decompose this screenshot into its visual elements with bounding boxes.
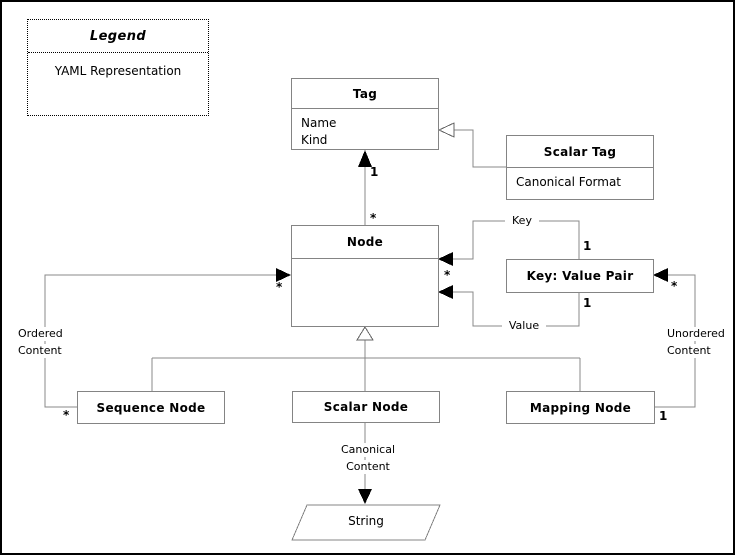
tag-attr-name: Name — [301, 116, 337, 130]
unordered-content-label-line2: Content — [667, 344, 729, 358]
class-scalar-tag: Scalar Tag Canonical Format — [506, 135, 654, 200]
mult-node-left: * — [276, 280, 283, 294]
key-role-label: Key — [505, 214, 539, 228]
arrowhead-up-tag — [358, 150, 372, 167]
mult-tag-end: 1 — [370, 165, 379, 179]
class-scalar-tag-title: Scalar Tag — [507, 136, 653, 168]
canonical-content-label-line2: Content — [337, 460, 399, 474]
mult-node-right: * — [444, 268, 451, 282]
legend-title: Legend — [28, 20, 208, 53]
arrowhead-left-pair — [653, 268, 668, 282]
unordered-content-line — [654, 274, 696, 408]
arrowhead-left-key — [438, 252, 453, 266]
class-scalar-node: Scalar Node — [292, 391, 440, 423]
class-node-title: Node — [292, 226, 438, 259]
legend-box: Legend YAML Representation — [27, 19, 209, 116]
key-line — [453, 220, 580, 260]
canonical-content-label-line1: Canonical — [337, 443, 399, 457]
ordered-content-line — [44, 274, 276, 408]
class-sequence-node: Sequence Node — [77, 391, 225, 424]
class-key-value-pair: Key: Value Pair — [506, 259, 654, 293]
class-mapping-node-title: Mapping Node — [529, 400, 632, 415]
arrowhead-down-string — [358, 489, 372, 504]
string-label: String — [348, 514, 384, 528]
class-tag-title: Tag — [292, 79, 438, 109]
scalar-tag-attr-canonical-format: Canonical Format — [516, 175, 622, 189]
tag-attr-kind: Kind — [301, 133, 328, 147]
class-scalar-node-title: Scalar Node — [323, 400, 409, 414]
class-node: Node — [291, 225, 439, 327]
mult-mapping-end: 1 — [659, 409, 668, 423]
inherit-triangle-tag — [437, 122, 455, 138]
class-mapping-node: Mapping Node — [506, 391, 655, 424]
scalartag-tag-line — [454, 129, 506, 168]
arrowhead-left-value — [438, 285, 453, 299]
arrowhead-right-node — [276, 268, 291, 282]
value-role-label: Value — [502, 319, 546, 333]
class-sequence-node-title: Sequence Node — [96, 400, 206, 415]
class-key-value-pair-title: Key: Value Pair — [526, 269, 634, 283]
inherit-triangle-node — [356, 326, 374, 341]
ordered-content-label-line2: Content — [18, 344, 68, 358]
class-tag: Tag Name Kind — [291, 78, 439, 150]
legend-description: YAML Representation — [54, 64, 182, 78]
unordered-content-label-line1: Unordered — [667, 327, 729, 341]
mult-sequence-end: * — [63, 408, 70, 422]
string-shape — [291, 504, 441, 541]
mult-node-top: * — [370, 211, 377, 225]
value-line — [453, 291, 580, 327]
mult-pair-right: * — [671, 279, 678, 293]
mult-key-pair-end: 1 — [583, 239, 592, 253]
mult-value-pair-end: 1 — [583, 296, 592, 310]
ordered-content-label-line1: Ordered — [18, 327, 68, 341]
